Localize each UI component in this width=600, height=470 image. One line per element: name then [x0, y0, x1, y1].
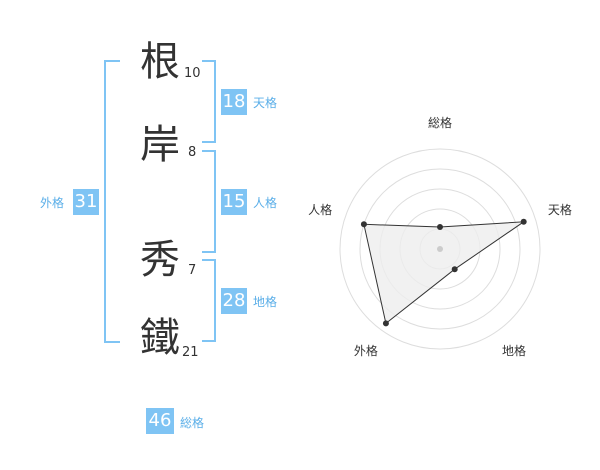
tenkaku-badge: 18: [221, 89, 247, 115]
radar-axis-label: 総格: [428, 115, 452, 130]
chikaku-label: 地格: [253, 295, 278, 309]
radar-area: [363, 221, 526, 325]
radar-point: [382, 320, 389, 327]
chikaku-bracket: [202, 259, 216, 342]
jinkaku-badge: 15: [221, 189, 247, 215]
radar-axis-label: 人格: [308, 202, 332, 217]
jinkaku-label: 人格: [253, 196, 278, 210]
radar-axis-label: 地格: [502, 343, 526, 358]
radar-ring: [359, 168, 521, 330]
stroke-count-4: 21: [182, 345, 199, 360]
gaikaku-bracket: [104, 60, 120, 343]
radar-point: [437, 224, 443, 230]
chikaku-badge: 28: [221, 288, 247, 314]
name-char-2: 岸: [140, 122, 180, 168]
stroke-count-1: 10: [184, 66, 201, 81]
radar-ring: [339, 148, 541, 350]
name-char-3: 秀: [140, 237, 180, 283]
radar-point: [360, 221, 367, 228]
name-char-4: 鐵: [140, 315, 180, 361]
gaikaku-label: 外格: [40, 196, 65, 210]
tenkaku-bracket: [202, 60, 216, 143]
stroke-count-3: 7: [188, 263, 197, 278]
soukaku-badge: 46: [146, 408, 174, 434]
radar-axis-label: 天格: [548, 202, 572, 217]
tenkaku-label: 天格: [253, 96, 278, 110]
name-char-1: 根: [140, 39, 180, 85]
stroke-count-2: 8: [188, 145, 197, 160]
gaikaku-badge: 31: [73, 189, 99, 215]
radar-axis-label: 外格: [354, 343, 378, 358]
radar-point: [451, 266, 458, 273]
jinkaku-bracket: [202, 150, 216, 253]
soukaku-label: 総格: [180, 416, 205, 430]
radar-point: [520, 218, 527, 225]
radar-center: [437, 246, 443, 252]
